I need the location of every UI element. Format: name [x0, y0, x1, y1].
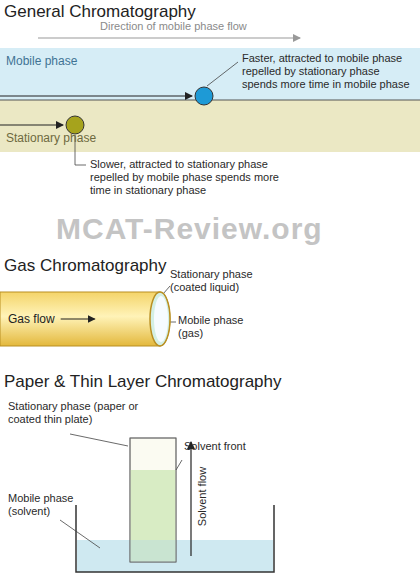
section-heading: Gas Chromatography — [4, 256, 304, 276]
section-heading: Paper & Thin Layer Chromatography — [4, 372, 344, 392]
plate — [130, 438, 176, 562]
fast-molecule — [195, 87, 213, 105]
solvent-liquid — [77, 540, 273, 572]
plate-outline — [130, 438, 176, 562]
leader-line — [163, 286, 170, 294]
stationary-band — [0, 100, 420, 152]
beaker — [76, 505, 274, 572]
part-label: Solvent front — [184, 440, 274, 453]
watermark: MCAT-Review.org — [56, 212, 386, 246]
part-label: Stationary phase (coated liquid) — [170, 268, 270, 294]
solvent-flow-arrow — [190, 442, 191, 556]
callout-note: Slower, attracted to stationary phase re… — [90, 158, 290, 197]
callout-note: Faster, attracted to mobile phase repell… — [242, 52, 418, 91]
slow-molecule — [66, 116, 84, 134]
node-text: Stationary phase — [6, 131, 96, 146]
path-arrow — [0, 95, 192, 96]
plate-wet — [131, 470, 176, 562]
plate-submerged — [130, 540, 176, 562]
leader-line — [60, 520, 100, 548]
section-heading: General Chromatography — [4, 2, 304, 22]
gas-flow-arrow — [61, 318, 95, 319]
leader-line — [207, 62, 238, 86]
part-label: Mobile phase (gas) — [178, 314, 268, 340]
gas-column-tube: Gas flow — [0, 292, 160, 346]
leader-line — [166, 322, 176, 323]
flow-direction-label: Direction of mobile phase flow — [100, 20, 320, 33]
stationary-phase-band: Stationary phase — [0, 100, 420, 152]
part-label: Mobile phase (solvent) — [8, 492, 88, 518]
path-arrow — [0, 124, 63, 125]
leader-line — [75, 135, 86, 165]
part-label: Stationary phase (paper or coated thin p… — [8, 400, 158, 426]
flow-arrow — [38, 37, 300, 38]
part-label: Solvent flow — [196, 457, 209, 537]
node-text: Mobile phase — [6, 54, 77, 69]
leader-line — [176, 460, 182, 470]
phase-boundary — [0, 100, 420, 101]
node-text: Gas flow — [8, 312, 55, 327]
leader-line — [70, 434, 128, 446]
mobile-band — [0, 48, 420, 100]
